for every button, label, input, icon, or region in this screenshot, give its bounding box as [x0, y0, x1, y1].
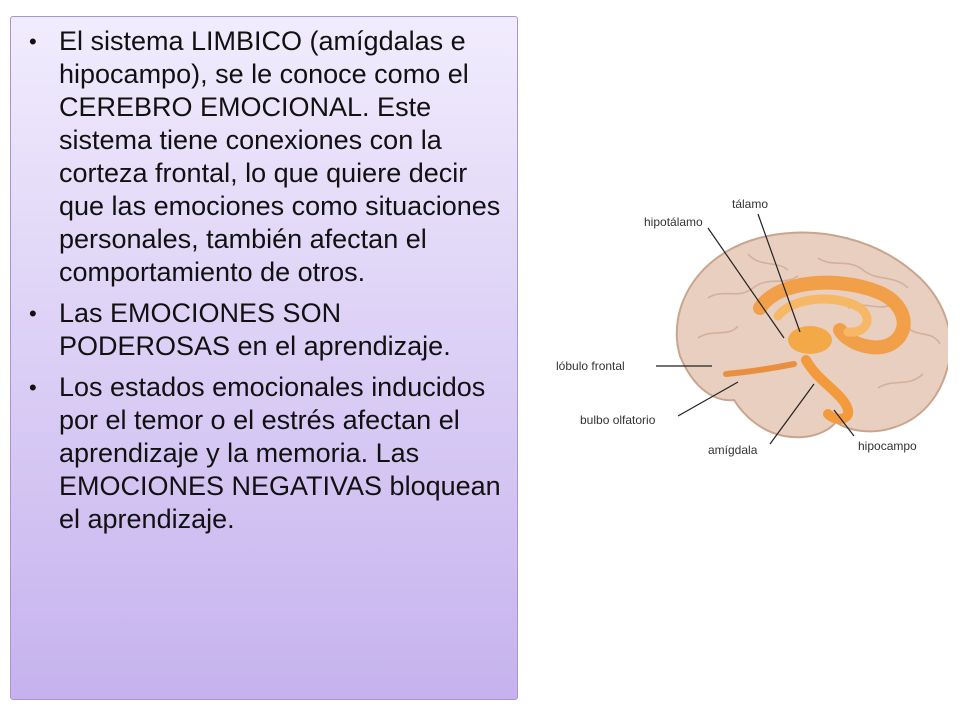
thalamus-shape [788, 326, 832, 354]
label-hipotalamo: hipotálamo [644, 215, 703, 229]
bullet-icon: • [29, 301, 37, 326]
bullet-list: • El sistema LIMBICO (amígdalas e hipocam… [29, 25, 505, 536]
brain-diagram: tálamo hipotálamo lóbulo frontal bulbo o… [548, 188, 948, 474]
olfactory-bulb [723, 361, 797, 377]
gyri [697, 253, 941, 389]
leader-lines [656, 213, 855, 445]
text-panel: • El sistema LIMBICO (amígdalas e hipocam… [10, 16, 518, 700]
bullet-text: El sistema LIMBICO (amígdalas e hipocamp… [59, 26, 501, 287]
bullet-item: • Las EMOCIONES SON PODEROSAS en el apren… [29, 297, 505, 363]
bullet-icon: • [29, 29, 37, 54]
bullet-icon: • [29, 375, 37, 400]
hippocampus-shape [801, 355, 854, 424]
label-bulbo-olfatorio: bulbo olfatorio [580, 413, 656, 427]
label-hipocampo: hipocampo [858, 439, 917, 453]
bullet-item: • Los estados emocionales inducidos por e… [29, 371, 505, 536]
bullet-item: • El sistema LIMBICO (amígdalas e hipocam… [29, 25, 505, 289]
limbic-inner [773, 294, 872, 337]
limbic-arc [753, 275, 911, 355]
label-amigdala: amígdala [708, 443, 758, 457]
label-lobulo-frontal: lóbulo frontal [556, 359, 625, 373]
label-talamo: tálamo [732, 197, 768, 211]
bullet-text: Los estados emocionales inducidos por el… [59, 372, 501, 534]
bullet-text: Las EMOCIONES SON PODEROSAS en el aprend… [59, 298, 451, 361]
brain-illustration: tálamo hipotálamo lóbulo frontal bulbo o… [556, 197, 948, 457]
